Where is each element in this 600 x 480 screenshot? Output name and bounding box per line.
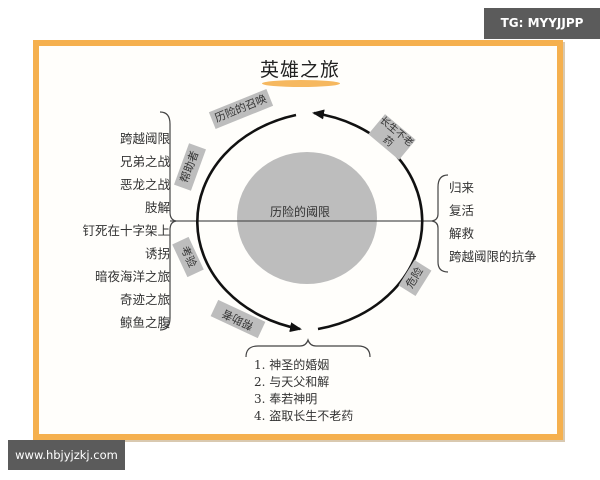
left-stage-list: 跨越阈限 兄弟之战 恶龙之战 肢解 钉死在十字架上 诱拐 暗夜海洋之旅 奇迹之旅…: [82, 127, 170, 334]
watermark-bottom: www.hbjyjzkj.com: [8, 440, 125, 470]
threshold-circle: [237, 152, 377, 284]
left-stage-item: 暗夜海洋之旅: [94, 269, 170, 284]
bottom-stage-item: 4. 盗取长生不老药: [254, 409, 354, 423]
left-stage-item: 兄弟之战: [119, 154, 170, 169]
return-arc: [312, 109, 424, 331]
right-stage-item: 跨越阈限的抗争: [449, 249, 537, 264]
right-stage-list: 归来 复活 解救 跨越阈限的抗争: [449, 176, 537, 268]
right-stage-item: 归来: [449, 180, 475, 195]
right-stage-item: 解救: [449, 226, 475, 241]
title-underline-brush: [262, 80, 340, 87]
left-stage-item: 肢解: [144, 200, 170, 215]
bottom-stage-item: 2. 与天父和解: [254, 375, 330, 389]
left-stage-item: 钉死在十字架上: [82, 223, 170, 238]
departure-arc: [196, 113, 302, 333]
bottom-brace: [245, 338, 371, 358]
left-stage-item: 奇迹之旅: [119, 292, 170, 307]
watermark-top: TG: MYYJJPP: [484, 8, 600, 39]
center-label: 历险的阈限: [269, 205, 330, 219]
left-stage-item: 鲸鱼之腹: [119, 315, 170, 330]
bottom-stage-item: 3. 奉若神明: [254, 392, 318, 406]
diagram-title: 英雄之旅: [259, 59, 340, 81]
left-brace: [159, 111, 177, 331]
left-stage-item: 诱拐: [144, 246, 170, 261]
left-stage-item: 恶龙之战: [119, 177, 170, 192]
bottom-stage-item: 1. 神圣的婚姻: [254, 358, 330, 372]
left-stage-item: 跨越阈限: [119, 131, 170, 146]
bottom-stage-list: 1. 神圣的婚姻 2. 与天父和解 3. 奉若神明 4. 盗取长生不老药: [254, 357, 353, 425]
right-stage-item: 复活: [449, 203, 475, 218]
right-brace: [431, 174, 449, 273]
